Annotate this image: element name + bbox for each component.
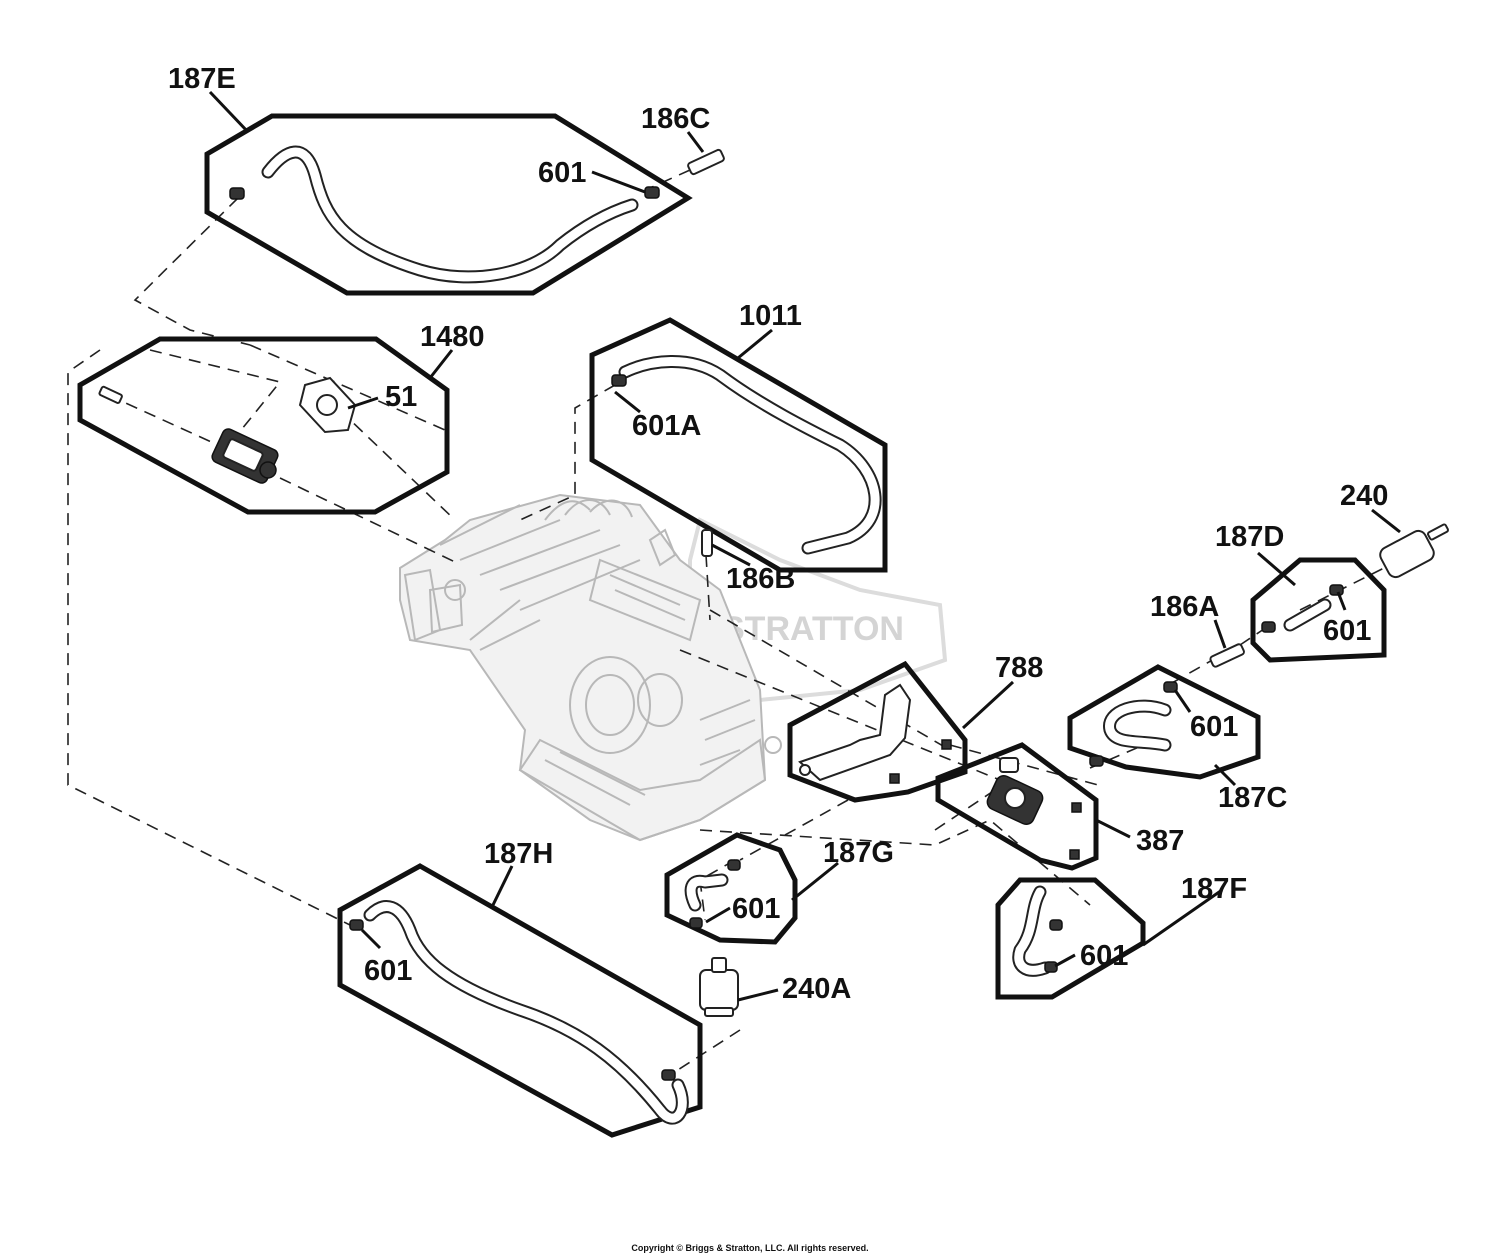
hose-clamp-icon [689,917,703,929]
bolt-icon [889,773,900,784]
callout-labels: 187E 186C 601 1480 51 1011 601A 186B 240… [168,63,1388,1005]
hose-clamp-icon [661,1069,676,1081]
group-1480 [77,336,450,515]
fuel-filter-icon [699,957,739,1017]
callout-186C: 186C [641,103,710,135]
callout-187C: 187C [1218,782,1287,814]
callout-601: 601 [538,157,586,189]
callout-187G: 187G [823,837,894,869]
group-187F [995,877,1146,1000]
hose-clamp-icon [349,919,364,931]
engine-block-icon [399,493,782,842]
callout-1480: 1480 [420,321,485,353]
group-187C [1067,664,1261,780]
fitting-icon [1209,643,1245,668]
fitting-icon [701,529,713,557]
callout-51: 51 [385,381,417,413]
callout-601: 601 [1080,940,1128,972]
callout-601: 601 [732,893,780,925]
callout-187D: 187D [1215,521,1284,553]
gasket-icon [298,376,357,434]
group-788 [787,660,968,803]
callout-187E: 187E [168,63,236,95]
callout-788: 788 [995,652,1043,684]
callout-186A: 186A [1150,591,1219,623]
hose-clamp-icon [611,374,627,387]
group-187E [204,113,725,296]
fuel-filter-icon [1379,523,1450,579]
callout-601A: 601A [632,410,701,442]
hose-clamp-icon [1049,919,1063,931]
hose-clamp-icon [1329,584,1344,596]
group-387 [935,742,1099,871]
hose-clamp-icon [1261,621,1276,633]
callout-601: 601 [1190,711,1238,743]
group-187G [664,832,798,945]
callout-601: 601 [364,955,412,987]
leader-lines [208,90,1401,1002]
fitting-icon [98,385,123,404]
callout-187H: 187H [484,838,553,870]
fuel-pump-icon [211,428,279,484]
bolt-icon [1071,802,1082,813]
bolt-icon [1069,849,1080,860]
callout-601: 601 [1323,615,1371,647]
group-187D [1250,557,1387,663]
callout-187F: 187F [1181,873,1247,905]
hose-clamp-icon [1089,755,1104,767]
callout-387: 387 [1136,825,1184,857]
bolt-icon [941,739,952,750]
hose-clamp-icon [1044,961,1058,973]
callout-1011: 1011 [739,300,802,332]
hose-clamp-icon [727,859,741,871]
watermark-text: STRATTON [722,610,904,648]
callout-240: 240 [1340,480,1388,512]
callout-186B: 186B [726,563,795,595]
fuel-pump-icon [986,757,1044,825]
copyright-notice: Copyright © Briggs & Stratton, LLC. All … [631,1243,869,1253]
fitting-icon [687,148,725,176]
hose-clamp-icon [1163,681,1178,693]
group-187H [337,863,703,1138]
hose-clamp-icon [229,186,660,200]
group-1011 [589,317,888,573]
callout-240A: 240A [782,973,851,1005]
mounting-bracket-icon [798,683,912,782]
